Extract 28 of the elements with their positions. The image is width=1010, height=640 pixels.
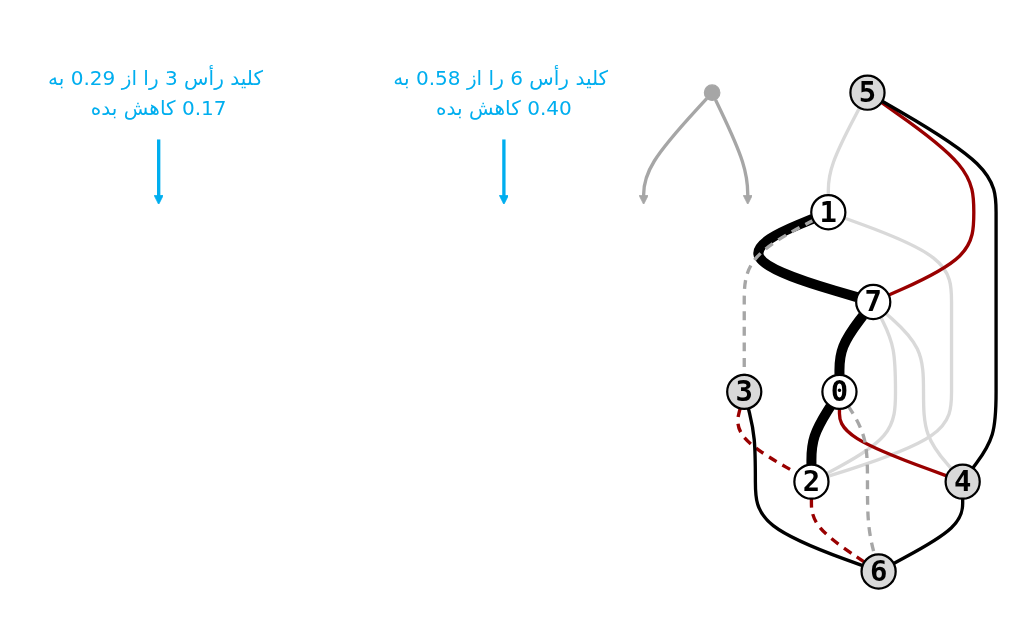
pointer-arrow	[638, 97, 709, 206]
graph-edge	[837, 409, 948, 478]
graph-edge	[827, 216, 954, 479]
graph-edge	[825, 317, 898, 476]
annotation-text: کلید رأس 6 را از 0.58 به 0.40 کاهش بده	[393, 66, 609, 120]
graph-edge	[746, 408, 864, 568]
graph-edge	[892, 499, 965, 566]
graph-edge	[880, 101, 976, 298]
vertex-circle: 7	[855, 284, 892, 321]
graph-edge	[806, 404, 835, 466]
graph-edge	[884, 312, 953, 471]
pointer-arrow	[499, 139, 509, 206]
vertex-circle: 0	[821, 374, 858, 411]
arrow-origin-point	[703, 84, 721, 102]
graph-edge	[834, 313, 867, 376]
vertex-circle: 5	[849, 74, 886, 112]
graph-edge	[881, 100, 998, 470]
graph-edge	[826, 107, 861, 196]
pointer-arrow	[714, 99, 753, 206]
vertex-circle: 4	[944, 463, 981, 501]
vertex-circle: 1	[810, 194, 847, 231]
graph-edge	[753, 214, 859, 303]
pointer-arrow	[153, 139, 164, 206]
dashed-edge	[809, 499, 866, 564]
vertex-circle: 2	[793, 463, 830, 501]
annotation-text: کلید رأس 3 را از 0.29 به 0.17 کاهش بده	[48, 66, 263, 120]
vertex-circle: 6	[860, 553, 897, 591]
vertex-circle: 3	[726, 374, 763, 411]
